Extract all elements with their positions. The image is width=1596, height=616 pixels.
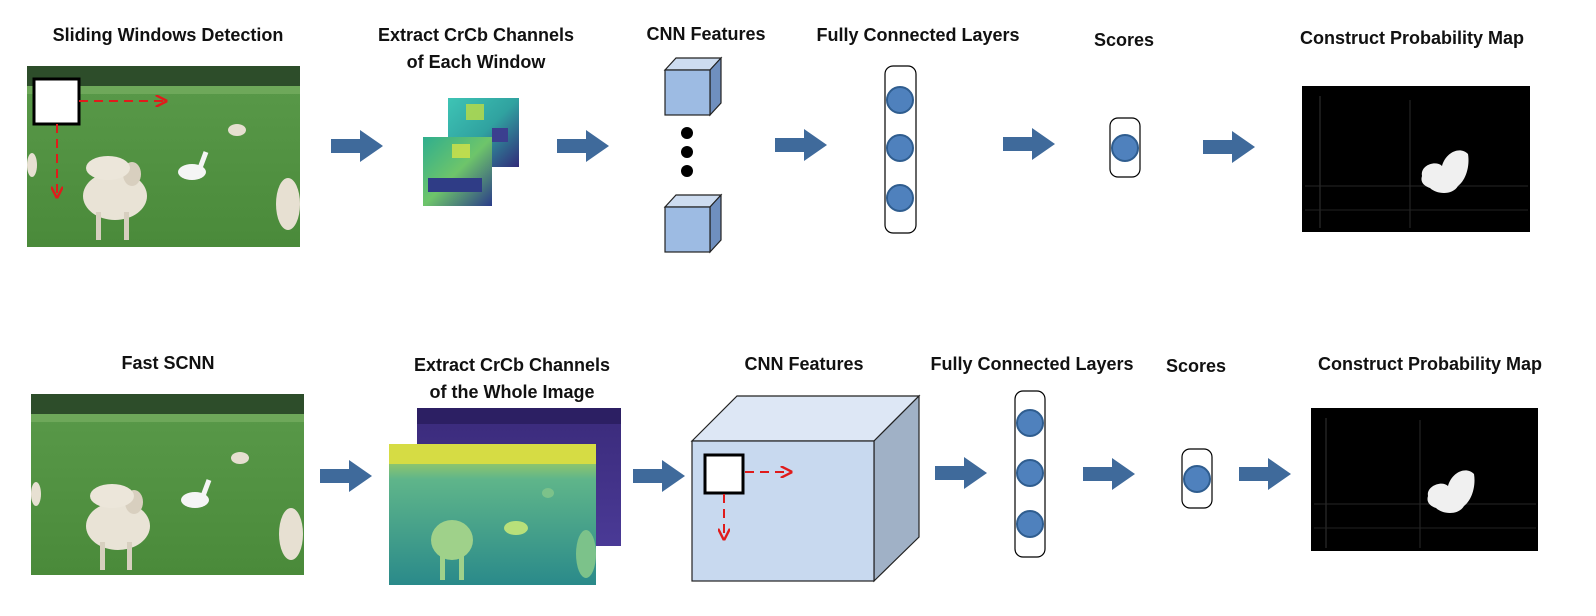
bottom-fc-label: Fully Connected Layers (930, 354, 1133, 374)
bottom-extract-label-line2: of the Whole Image (429, 382, 594, 402)
bottom-fc-node-3 (1016, 510, 1044, 538)
top-fc-node-2 (886, 134, 914, 162)
ellipsis-dot-1 (681, 127, 693, 139)
top-title: Sliding Windows Detection (53, 25, 284, 45)
bottom-fc-node-2 (1016, 459, 1044, 487)
bottom-extract-label-line1: Extract CrCb Channels (414, 355, 610, 375)
bottom-scores-label: Scores (1166, 356, 1226, 376)
bottom-cr-channel (389, 444, 596, 585)
top-fc-label: Fully Connected Layers (816, 25, 1019, 45)
bottom-fc-node-1 (1016, 409, 1044, 437)
top-cnn-label: CNN Features (646, 24, 765, 44)
top-map-label: Construct Probability Map (1300, 28, 1524, 48)
bottom-arrow-2 (633, 460, 685, 492)
bottom-arrow-3 (935, 457, 987, 489)
bottom-sheep-photo (31, 394, 304, 575)
top-arrow-3 (775, 129, 827, 161)
top-arrow-4 (1003, 128, 1055, 160)
ellipsis-dot-2 (681, 146, 693, 158)
bottom-map-label: Construct Probability Map (1318, 354, 1542, 374)
top-probability-map (1302, 86, 1530, 232)
top-crcb-patches (423, 98, 519, 206)
top-arrow-1 (331, 130, 383, 162)
top-arrow-5 (1203, 131, 1255, 163)
top-score-node (1111, 134, 1139, 162)
top-fc-node-1 (886, 86, 914, 114)
sliding-window-box (32, 77, 81, 126)
bottom-score-node (1183, 465, 1211, 493)
bottom-cnn-label: CNN Features (744, 354, 863, 374)
top-fc-node-3 (886, 184, 914, 212)
top-cnn-cube-upper (663, 56, 723, 117)
bottom-arrow-1 (320, 460, 372, 492)
feature-window-box (703, 453, 745, 495)
top-extract-label-line1: Extract CrCb Channels (378, 25, 574, 45)
top-cnn-cube-lower (663, 193, 723, 254)
top-arrow-2 (557, 130, 609, 162)
bottom-title: Fast SCNN (121, 353, 214, 373)
bottom-arrow-4 (1083, 458, 1135, 490)
top-extract-label-line2: of Each Window (407, 52, 547, 72)
top-scores-label: Scores (1094, 30, 1154, 50)
ellipsis-dot-3 (681, 165, 693, 177)
bottom-arrow-5 (1239, 458, 1291, 490)
bottom-probability-map (1311, 408, 1538, 551)
